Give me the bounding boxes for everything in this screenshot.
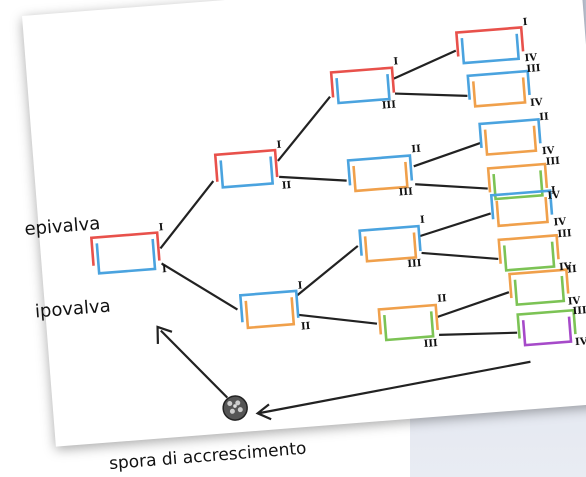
label-IV: IV: [559, 261, 573, 273]
spora-label: spora di accrescimento: [108, 439, 307, 474]
cell-gen3-1: [454, 26, 525, 65]
label-II: II: [301, 321, 312, 333]
label-II: II: [539, 112, 550, 124]
cell-gen3-6: [497, 233, 560, 272]
label-III: III: [398, 186, 413, 198]
label-II: II: [567, 264, 578, 276]
label-IV: IV: [547, 190, 561, 202]
cell-gen2-b: [346, 154, 414, 193]
label-I: I: [276, 140, 282, 151]
label-I: I: [297, 280, 303, 291]
epivalva-label: epivalva: [24, 213, 101, 240]
label-III: III: [407, 258, 422, 270]
cell-gen1-b: [238, 289, 300, 330]
label-II: II: [411, 144, 422, 156]
label-III: III: [572, 305, 586, 317]
label-I: I: [162, 264, 168, 275]
cell-gen1-a: [213, 148, 279, 189]
label-IV: IV: [575, 336, 586, 348]
label-I: I: [420, 215, 426, 226]
label-IV: IV: [530, 97, 544, 109]
label-II: II: [437, 293, 448, 305]
label-I: I: [158, 222, 164, 233]
cell-gen3-7: [508, 268, 570, 307]
ipovalva-label: ipovalva: [34, 296, 111, 323]
cell-gen3-3: [478, 117, 542, 156]
cell-gen2-d: [377, 303, 439, 342]
cell-gen2-a: [329, 66, 396, 105]
spore-arrows: [156, 325, 531, 421]
label-I: I: [551, 185, 557, 196]
label-IV: IV: [524, 52, 538, 64]
label-I: I: [393, 56, 399, 67]
label-III: III: [557, 228, 572, 240]
label-IV: IV: [542, 145, 556, 157]
label-III: III: [545, 156, 560, 168]
roman-labels: I I I II I II I III II III I III II III …: [158, 17, 586, 350]
cell-gen3-8: [516, 308, 577, 347]
spore-icon: [222, 395, 248, 421]
label-IV: IV: [567, 296, 581, 308]
cell-parent: [89, 231, 161, 275]
label-II: II: [281, 180, 292, 192]
label-IV: IV: [553, 217, 567, 229]
cell-gen3-2: [466, 69, 531, 108]
label-I: I: [522, 17, 528, 28]
cell-gen2-c: [358, 224, 422, 263]
cells: [89, 26, 577, 347]
label-III: III: [526, 63, 541, 75]
connector-lines: [159, 49, 518, 336]
label-III: III: [423, 338, 438, 350]
cell-gen3-4: [486, 162, 549, 201]
cell-gen3-5: [489, 189, 554, 228]
label-III: III: [381, 100, 396, 112]
